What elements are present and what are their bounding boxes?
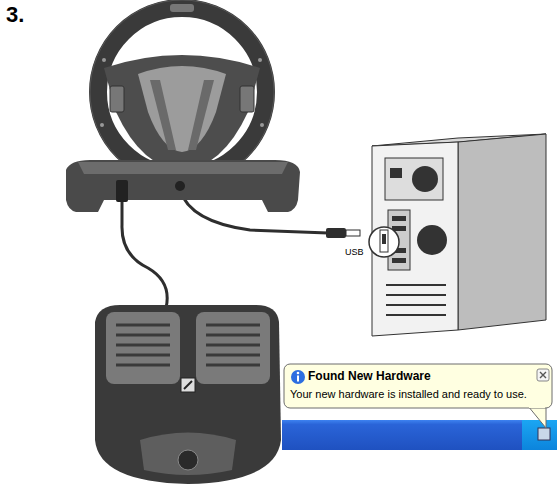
power-socket — [390, 168, 402, 178]
base-connector — [175, 181, 185, 191]
pedal-cable — [122, 200, 167, 308]
wheel-hub — [104, 55, 260, 170]
port-label: USB — [345, 247, 364, 257]
close-button — [537, 369, 549, 381]
wheel-screw — [258, 58, 262, 62]
wheel-screw — [260, 123, 264, 127]
wheel-base-top — [78, 162, 288, 174]
pedal-stripes — [116, 325, 260, 365]
balloon-tail — [528, 406, 546, 428]
balloon-join — [529, 406, 545, 408]
usb-port-closeup — [382, 234, 386, 244]
pedal-foot — [140, 433, 236, 476]
system-tray — [522, 420, 557, 450]
base-connector — [116, 180, 128, 202]
steering-wheel — [66, 0, 300, 212]
case-fan — [417, 225, 447, 255]
slot-covers — [386, 285, 446, 315]
tower-side — [458, 134, 546, 330]
brand-logo-mark — [184, 381, 192, 389]
usb-port-closeup — [380, 230, 388, 252]
pc-tower — [369, 134, 546, 336]
taskbar — [282, 420, 557, 450]
pedal-pad — [106, 312, 180, 384]
wheel-ring-edge — [90, 0, 274, 184]
tower-back — [372, 142, 458, 336]
tray-icon — [538, 428, 550, 440]
taskbar-band — [282, 420, 557, 450]
balloon-message: Your new hardware is installed and ready… — [290, 388, 527, 400]
power-supply — [385, 158, 443, 200]
wheel-mark — [170, 4, 194, 12]
wheel-buttons — [110, 86, 124, 112]
usb-plug-tip — [346, 230, 360, 236]
info-icon-bar — [297, 376, 299, 382]
wheel-screw — [100, 123, 104, 127]
wheel-column — [150, 80, 176, 150]
wheel-hub-face — [138, 66, 226, 152]
usb-plug — [326, 228, 346, 238]
port — [392, 216, 406, 221]
wheel-ring — [98, 8, 266, 176]
step-number: 3. — [6, 2, 24, 28]
usb-callout — [369, 227, 399, 257]
info-icon-dot — [297, 372, 300, 375]
port — [392, 258, 406, 263]
pedal-body — [95, 305, 281, 484]
brand-logo — [181, 378, 195, 392]
cable-line — [122, 200, 167, 308]
wheel-buttons — [240, 86, 254, 112]
pedal-pad — [196, 312, 270, 384]
psu-fan — [412, 166, 438, 192]
info-icon — [291, 370, 305, 384]
balloon-title: Found New Hardware — [308, 369, 431, 383]
pedal-ball — [178, 450, 198, 470]
pedal-unit — [95, 305, 281, 484]
balloon-outline — [284, 364, 552, 408]
wheel-column — [188, 80, 214, 150]
close-cross — [540, 372, 546, 378]
wheel-base — [66, 160, 300, 212]
notification-balloon: Found New HardwareYour new hardware is i… — [284, 364, 552, 408]
wheel-screw — [102, 58, 106, 62]
